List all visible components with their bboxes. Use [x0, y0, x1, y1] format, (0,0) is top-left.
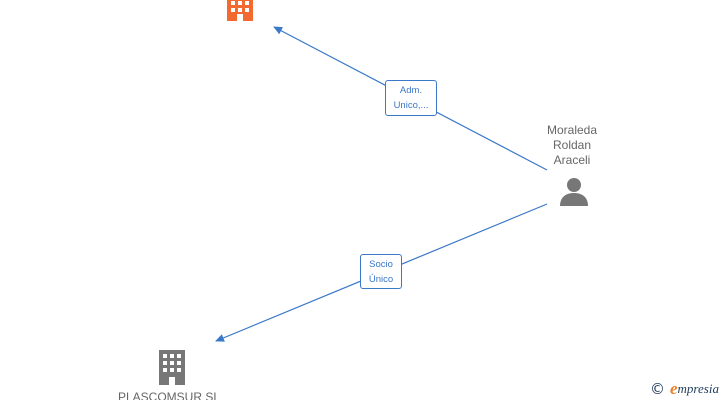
edge-label-adm-line-2: Unico,... — [393, 100, 429, 111]
person-name-line-3: Araceli — [553, 153, 591, 167]
edge-label-socio-line-1: Socio — [369, 259, 393, 270]
brand-initial: e — [670, 379, 678, 398]
edge-label-socio-unico[interactable]: Socio Único — [360, 254, 402, 289]
edge-label-adm-line-1: Adm. — [399, 85, 423, 96]
company-building-icon[interactable] — [224, 0, 256, 22]
person-silhouette-icon — [560, 178, 588, 206]
edge-label-socio-line-2: Único — [368, 274, 394, 285]
company-name-label[interactable]: PLASCOMSUR SL — [104, 390, 234, 400]
person-icon[interactable] — [558, 176, 590, 208]
person-name-line-2: Roldan — [552, 138, 592, 152]
edge-label-adm-unico[interactable]: Adm. Unico,... — [385, 80, 437, 116]
company-name-text: PLASCOMSUR SL — [117, 390, 221, 400]
company-building-icon-bottom[interactable] — [156, 350, 188, 386]
building-icon — [227, 0, 253, 21]
building-icon — [159, 350, 185, 385]
person-name-label[interactable]: Moraleda Roldan Araceli — [532, 123, 612, 168]
empresia-watermark: © e mpresia — [650, 378, 719, 400]
person-name-line-1: Moraleda — [546, 123, 598, 137]
brand-rest: mpresia — [677, 381, 719, 396]
copyright-icon: © — [650, 380, 665, 398]
